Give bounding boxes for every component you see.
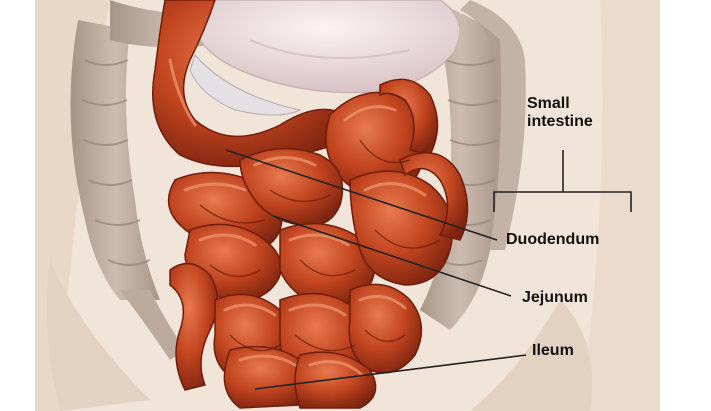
torso-shade-right — [580, 0, 660, 411]
ileum-label: Ileum — [532, 342, 574, 359]
small-intestine-bracket — [493, 191, 632, 212]
coil-creases — [199, 139, 441, 352]
ileum-line — [254, 354, 527, 390]
pelvis-left — [46, 260, 150, 411]
small-intestine-label: Small intestine — [527, 95, 647, 131]
small-intestine-label-line2: intestine — [527, 113, 593, 130]
stomach — [189, 0, 461, 94]
omentum — [189, 54, 302, 116]
small-intestine-coils — [167, 78, 469, 409]
stomach-fold — [249, 39, 411, 59]
duodendum-line — [225, 149, 498, 241]
duodendum-label: Duodendum — [506, 231, 600, 248]
jejunum-line — [272, 215, 512, 297]
leader-lines — [225, 149, 632, 390]
jejunum-label: Jejunum — [522, 289, 588, 306]
coil-highlights — [168, 58, 427, 377]
pelvis-right — [470, 300, 592, 411]
small-intestine-label-line1: Small — [527, 95, 570, 112]
